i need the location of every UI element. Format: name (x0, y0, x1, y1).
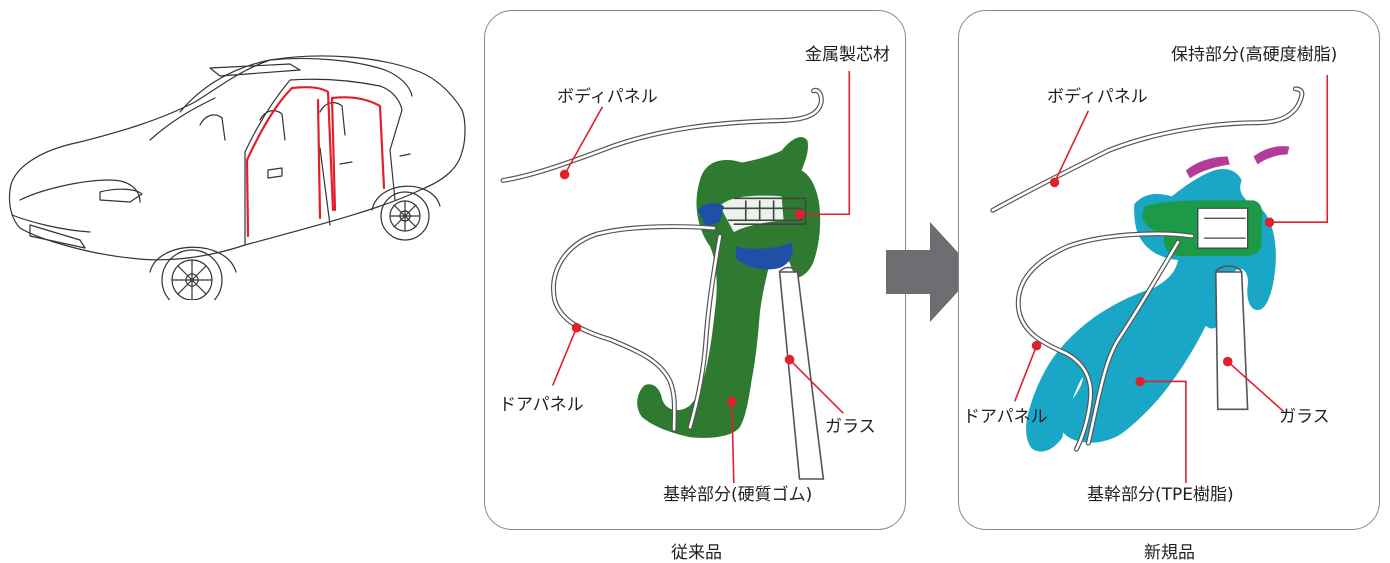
conventional-panel: 金属製芯材 ボディパネル ドアパネル ガラス 基幹部分(硬質ゴム) (484, 10, 906, 530)
metal-core-label: 金属製芯材 (805, 45, 890, 65)
base-part-label: 基幹部分(硬質ゴム) (663, 485, 813, 505)
door-panel-label: ドアパネル (499, 395, 584, 415)
right-arrow-icon (886, 222, 976, 322)
conventional-caption: 従来品 (671, 543, 722, 563)
glass-label: ガラス (825, 417, 876, 437)
body-panel-label: ボディパネル (1047, 87, 1148, 107)
sedan-car-icon (8, 55, 466, 300)
door-panel-label: ドアパネル (963, 407, 1048, 427)
new-product-caption: 新規品 (1144, 543, 1195, 563)
base-part-label: 基幹部分(TPE樹脂) (1087, 485, 1234, 505)
body-panel-label: ボディパネル (557, 87, 658, 107)
conventional-cross-section (500, 70, 851, 484)
retainer-label: 保持部分(高硬度樹脂) (1171, 45, 1338, 65)
new-product-cross-section (990, 74, 1329, 483)
new-product-panel: 保持部分(高硬度樹脂) ボディパネル ドアパネル ガラス 基幹部分(TPE樹脂) (958, 10, 1380, 530)
glass-label: ガラス (1279, 407, 1330, 427)
